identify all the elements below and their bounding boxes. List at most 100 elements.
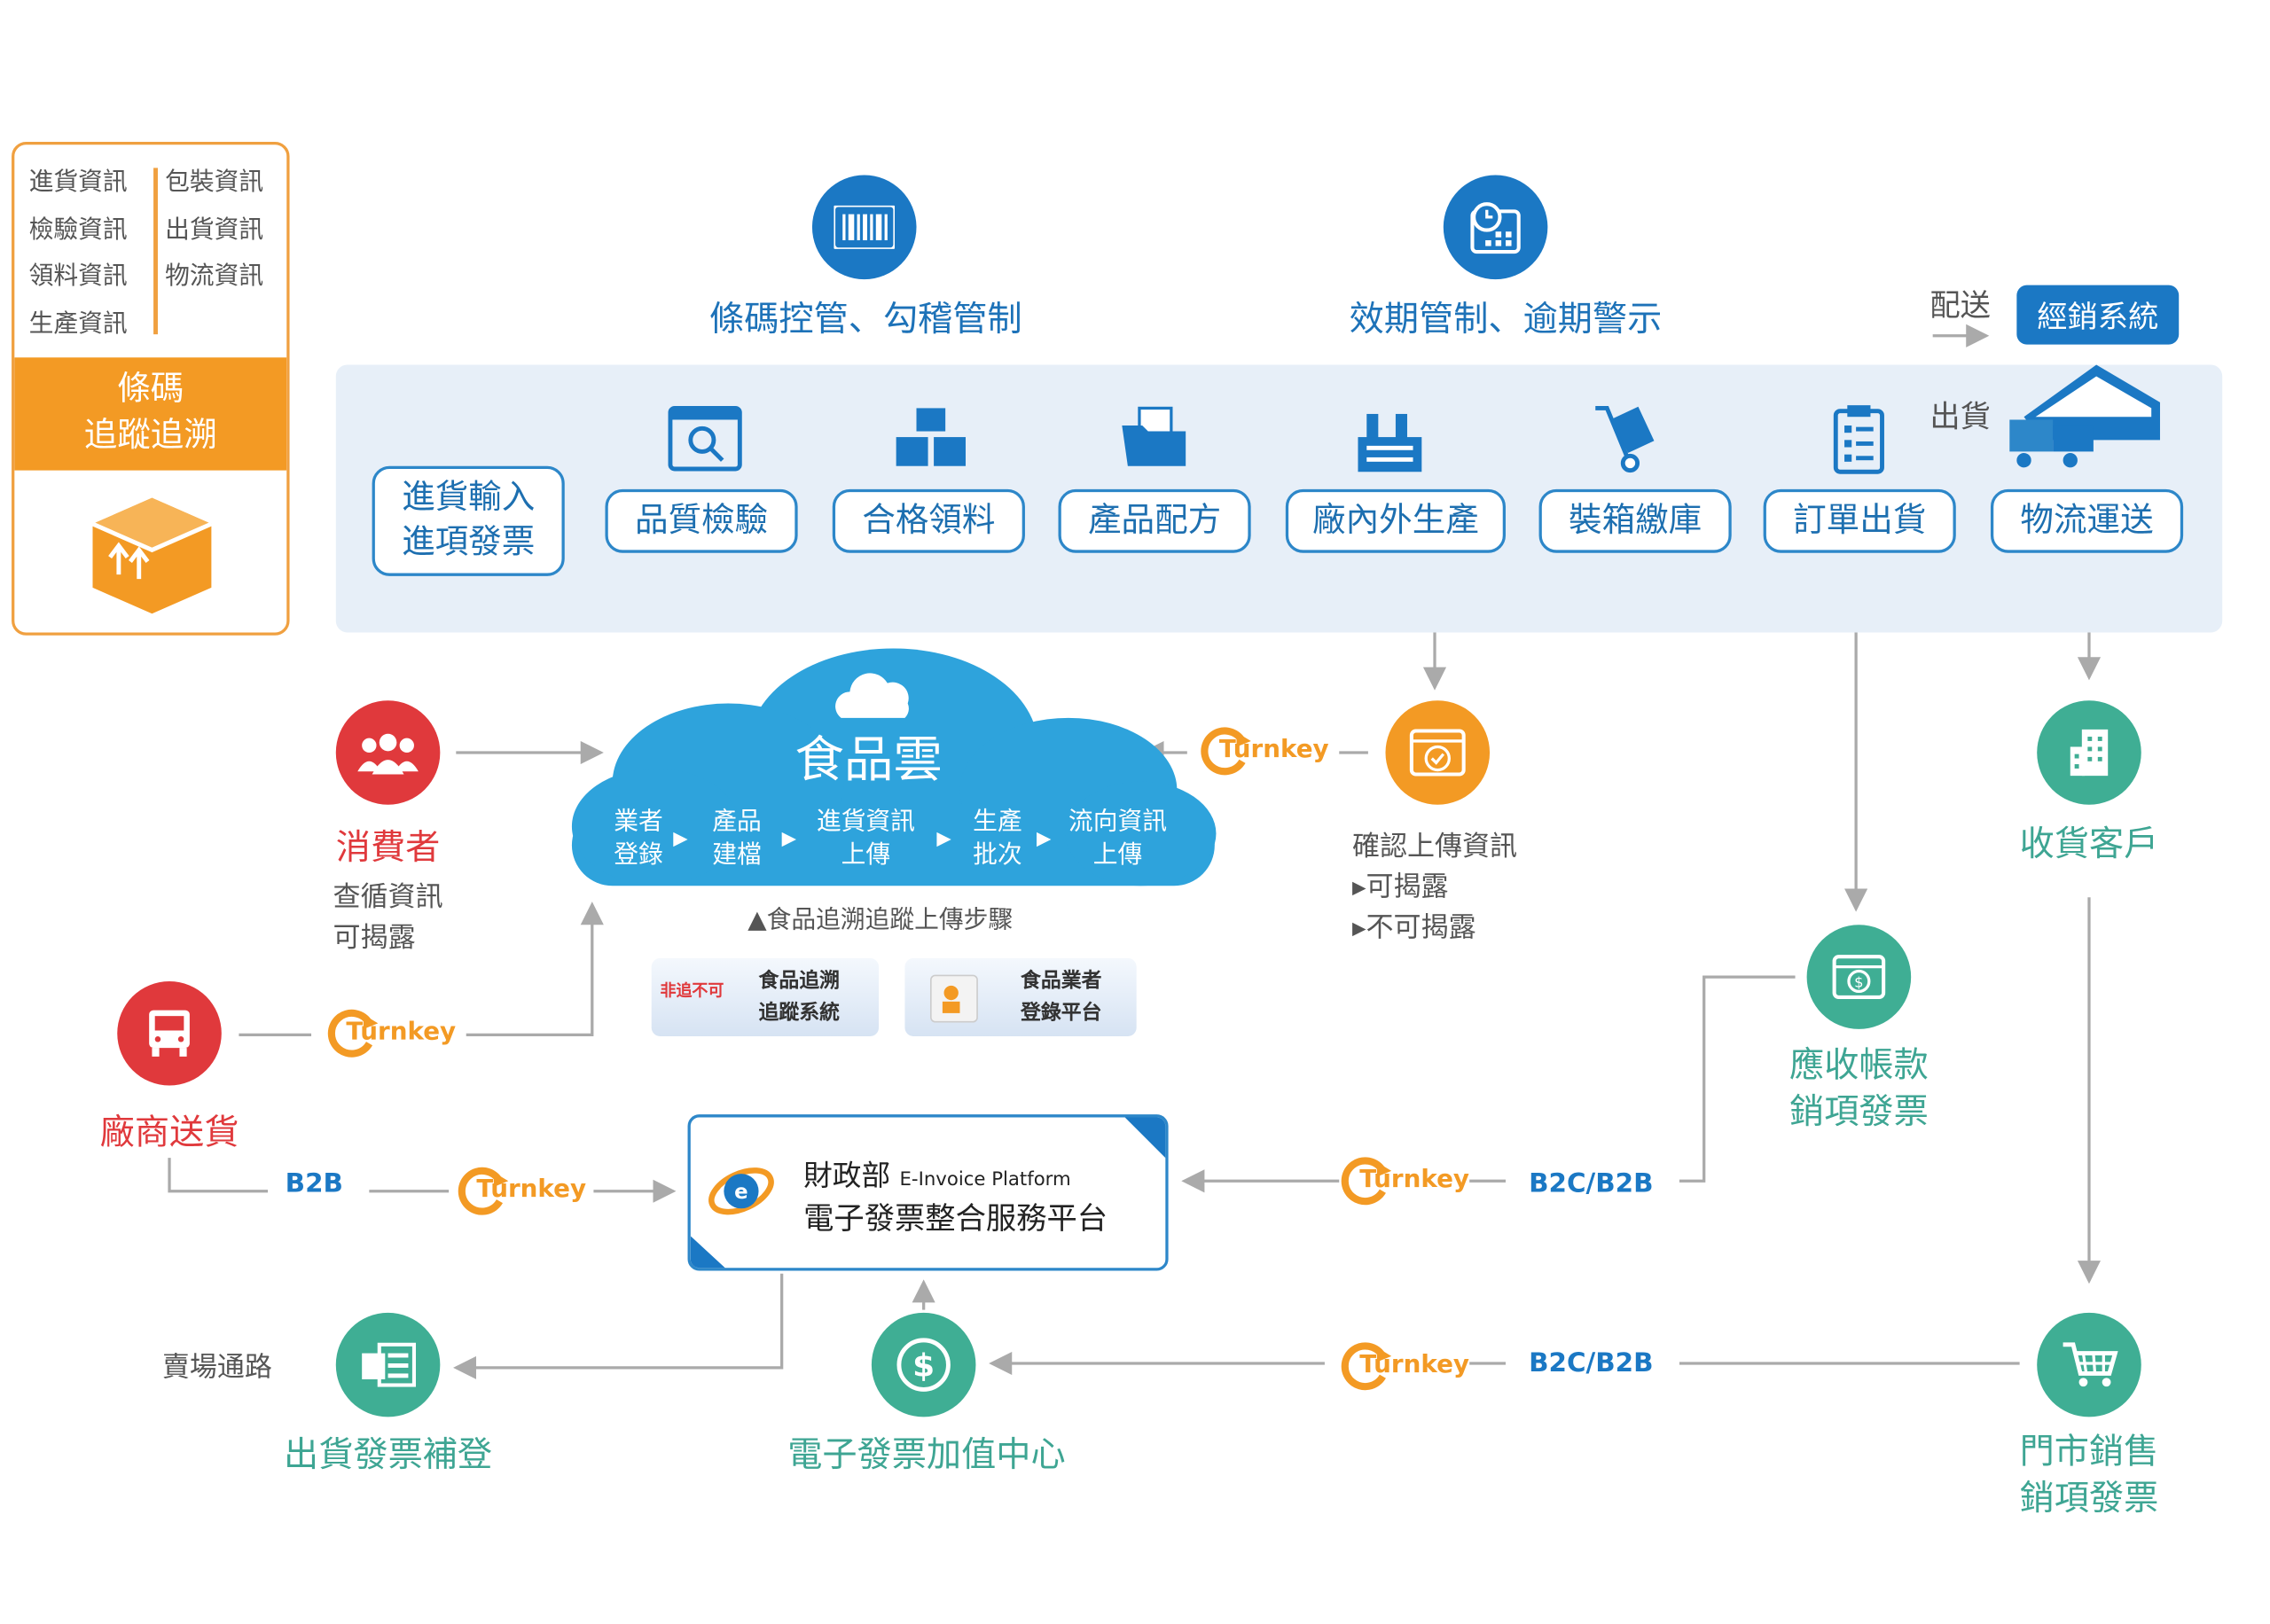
- delivery-truck-icon: [117, 980, 222, 1086]
- turnkey-text: Turnkey: [1359, 1165, 1470, 1194]
- disclosable-option: ▸可揭露: [1351, 871, 1449, 903]
- turnkey-logo: Turnkey: [456, 1164, 586, 1216]
- confirm-upload-info: 確認上傳資訊 ▸可揭露 ▸不可揭露: [1352, 826, 1517, 948]
- cloud-step-2: 產品建檔: [712, 806, 762, 872]
- turnkey-logo: Turnkey: [326, 1006, 457, 1058]
- order-clipboard-icon: [1833, 405, 1884, 474]
- info-item: 出貨資訊: [165, 215, 264, 245]
- receivable-icon: $: [1806, 925, 1912, 1029]
- expiry-control-label: 效期管制、逾期警示: [1349, 299, 1663, 340]
- step-purchase-input[interactable]: 進貨輸入進項發票: [372, 465, 565, 576]
- cloud-step-label: 批次: [973, 840, 1022, 871]
- arrow-right-icon: ▶: [1037, 828, 1052, 851]
- info-right-column: 包裝資訊 出貨資訊 物流資訊: [165, 160, 263, 301]
- platform-chinese-name: 電子發票整合服務平台: [803, 1201, 1108, 1237]
- einvoice-value-center-label: 電子發票加值中心: [787, 1434, 1066, 1475]
- receivable-line: 應收帳款: [1789, 1044, 1929, 1086]
- package-box-icon: [91, 497, 213, 614]
- b2c-b2b-tag: B2C/B2B: [1529, 1347, 1654, 1379]
- shopping-cart-icon: [2037, 1312, 2141, 1417]
- factory-icon: [1358, 413, 1422, 472]
- einvoice-logo-icon: e: [708, 1167, 774, 1215]
- food-business-registration-link[interactable]: 食品業者登錄平台: [904, 957, 1137, 1037]
- traceability-title: 條碼 追蹤追溯: [14, 357, 287, 471]
- cloud-step-label: 生產: [973, 808, 1022, 837]
- info-item: 檢驗資訊: [28, 215, 128, 245]
- system-name: 食品業者登錄平台: [1021, 965, 1101, 1029]
- store-sales-label: 門市銷售銷項發票: [2020, 1428, 2159, 1520]
- calendar-clock-icon: [1443, 175, 1548, 280]
- turnkey-text: Turnkey: [1359, 1350, 1470, 1379]
- traceability-system-link[interactable]: 非追不可 食品追溯追蹤系統: [651, 957, 880, 1037]
- cloud-step-4: 生產批次: [973, 806, 1022, 872]
- ministry-label: 財政部 E-Invoice Platform: [803, 1152, 1071, 1194]
- ministry-name: 財政部: [803, 1158, 891, 1193]
- invoice-document-icon: [335, 1312, 441, 1417]
- system-name-line: 食品追溯: [758, 969, 840, 994]
- b2c-b2b-tag: B2C/B2B: [1529, 1168, 1654, 1199]
- consumer-desc-line: 查循資訊: [333, 881, 443, 914]
- step-quality-inspection[interactable]: 品質檢驗: [605, 488, 798, 553]
- barcode-control-label: 條碼控管、勾稽管制: [709, 299, 1022, 340]
- einvoice-platform: e 財政部 E-Invoice Platform 電子發票整合服務平台: [687, 1114, 1169, 1271]
- deliver-label: 配送: [1930, 287, 1991, 324]
- confirm-upload-icon: [1385, 700, 1491, 805]
- step-packing-storage[interactable]: 裝箱繳庫: [1538, 488, 1732, 553]
- info-item: 包裝資訊: [165, 168, 264, 198]
- corner-decor: [690, 1117, 1166, 1269]
- cloud-step-label: 業者: [614, 808, 663, 837]
- distribution-system-button[interactable]: 經銷系統: [2016, 285, 2180, 345]
- system-name: 食品追溯追蹤系統: [759, 965, 840, 1029]
- inspection-icon: [668, 405, 742, 472]
- info-item: 進貨資訊: [28, 168, 128, 198]
- arrow-right-icon: ▶: [936, 828, 951, 851]
- system-name-line: 追蹤系統: [758, 1001, 840, 1025]
- turnkey-cycle-icon: [1341, 1157, 1392, 1206]
- ship-label: 出貨: [1930, 399, 1991, 434]
- svg-text:e: e: [734, 1181, 748, 1204]
- system-name-line: 食品業者: [1021, 969, 1102, 994]
- cloud-step-label: 上傳: [1092, 840, 1143, 871]
- cloud-step-3: 進貨資訊上傳: [817, 806, 915, 872]
- b2b-tag: B2B: [285, 1168, 343, 1199]
- step-material-picking[interactable]: 合格領料: [832, 488, 1025, 553]
- turnkey-cycle-icon: [1201, 727, 1251, 776]
- retail-channel-label: 賣場通路: [161, 1351, 272, 1384]
- shipment-invoice-supplement-label: 出貨發票補登: [284, 1434, 493, 1475]
- supplier-delivery-label: 廠商送貨: [99, 1112, 239, 1153]
- svg-text:$: $: [912, 1348, 935, 1385]
- cloud-caption: ▲食品追溯追蹤上傳步驟: [748, 906, 1014, 935]
- step-product-recipe[interactable]: 產品配方: [1058, 488, 1251, 553]
- divider: [153, 168, 158, 335]
- title-line: 追蹤追溯: [83, 417, 217, 455]
- consumer-label: 消費者: [335, 827, 441, 868]
- turnkey-text: Turnkey: [346, 1017, 457, 1047]
- receiving-customer-label: 收貨客戶: [2019, 824, 2159, 864]
- svg-text:$: $: [1854, 974, 1863, 991]
- folder-document-icon: [1122, 406, 1186, 466]
- cloud-step-label: 建檔: [712, 840, 762, 871]
- cloud-step-label: 流向資訊: [1068, 808, 1167, 837]
- info-item: 物流資訊: [165, 262, 264, 292]
- step-order-shipping[interactable]: 訂單出貨: [1763, 488, 1956, 553]
- store-sales-line: 銷項發票: [2019, 1477, 2159, 1519]
- step-logistics[interactable]: 物流運送: [1990, 488, 2184, 553]
- warehouse-truck-icon: [2009, 364, 2160, 468]
- barcode-icon: [811, 175, 917, 280]
- turnkey-cycle-icon: [458, 1167, 509, 1215]
- id-card-icon: [930, 974, 978, 1023]
- traceability-logo: 非追不可: [660, 980, 724, 1001]
- system-name-line: 登錄平台: [1021, 1001, 1102, 1025]
- step-production[interactable]: 廠內外生產: [1285, 488, 1507, 553]
- turnkey-logo: Turnkey: [1199, 723, 1329, 776]
- receivable-line: 銷項發票: [1789, 1091, 1929, 1132]
- info-item: 生產資訊: [28, 308, 128, 339]
- arrow-right-icon: ▶: [781, 828, 796, 851]
- dollar-coin-icon: $: [871, 1312, 976, 1417]
- turnkey-logo: Turnkey: [1339, 1339, 1469, 1391]
- food-cloud-shape: [571, 648, 1217, 886]
- cloud-step-label: 產品: [712, 808, 762, 837]
- info-left-column: 進貨資訊 檢驗資訊 領料資訊 生產資訊: [29, 160, 128, 347]
- arrow-right-icon: ▶: [673, 828, 688, 851]
